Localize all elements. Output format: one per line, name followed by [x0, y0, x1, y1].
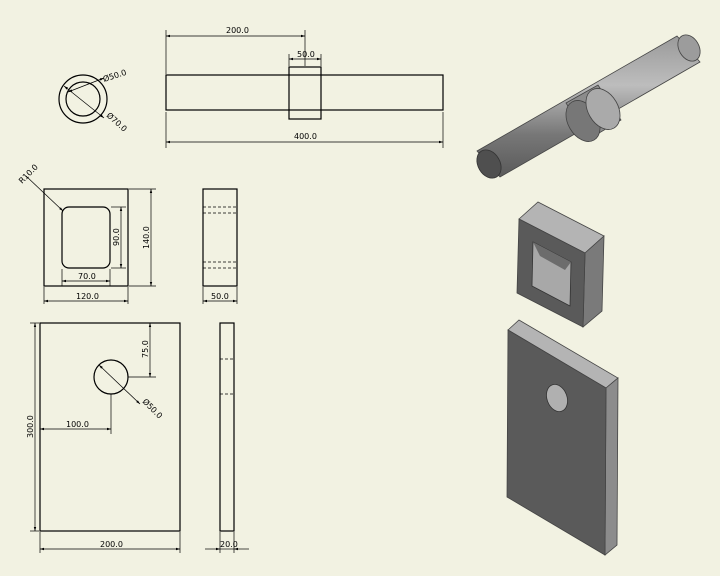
shaft-collar	[288, 66, 322, 120]
shaft-side-view: 200.0 50.0 400.0	[165, 26, 444, 148]
dim-hole-diameter: Ø50.0	[141, 396, 165, 420]
dim-hole-offset-x: 100.0	[66, 420, 89, 429]
block-isometric	[516, 201, 605, 328]
dim-block-inner-width: 70.0	[78, 272, 96, 281]
dim-plate-height: 300.0	[26, 415, 35, 438]
shaft-end-view: Ø50.0 Ø70.0	[58, 67, 130, 134]
shaft-body	[165, 74, 444, 111]
dim-plate-width: 200.0	[100, 540, 123, 549]
block-outer	[43, 188, 129, 287]
dim-block-depth: 50.0	[211, 292, 229, 301]
dim-line	[63, 85, 105, 119]
dim-shaft-diameter-inner: Ø70.0	[105, 110, 130, 134]
dim-hole-offset-y: 75.0	[141, 340, 150, 358]
plate-isometric	[506, 319, 619, 556]
shaft-outer-circle	[58, 74, 108, 124]
dim-block-radius: R10.0	[17, 163, 40, 186]
dim-block-outer-width: 120.0	[76, 292, 99, 301]
block-side-outline	[202, 188, 238, 287]
plate-side-view: 20.0	[205, 322, 249, 553]
dim-shaft-diameter-outer: Ø50.0	[102, 67, 128, 84]
plate-outline	[39, 322, 181, 532]
plate-front-view: 75.0 100.0 Ø50.0 300.0 200.0	[26, 322, 181, 553]
dim-shaft-total-length: 400.0	[294, 132, 317, 141]
dim-plate-thickness: 20.0	[220, 540, 238, 549]
plate-side-outline	[219, 322, 235, 532]
dim-block-outer-height: 140.0	[142, 226, 151, 249]
block-side-view: 50.0	[202, 188, 238, 304]
dim-block-inner-height: 90.0	[112, 228, 121, 246]
dim-line	[25, 175, 64, 212]
block-window	[61, 206, 111, 269]
dim-line	[98, 364, 141, 405]
shaft-isometric	[476, 34, 701, 179]
dim-shaft-mid-length: 200.0	[226, 26, 249, 35]
dim-collar-width: 50.0	[297, 50, 315, 59]
block-front-view: R10.0 90.0 140.0 70.0 120.0	[17, 163, 156, 304]
